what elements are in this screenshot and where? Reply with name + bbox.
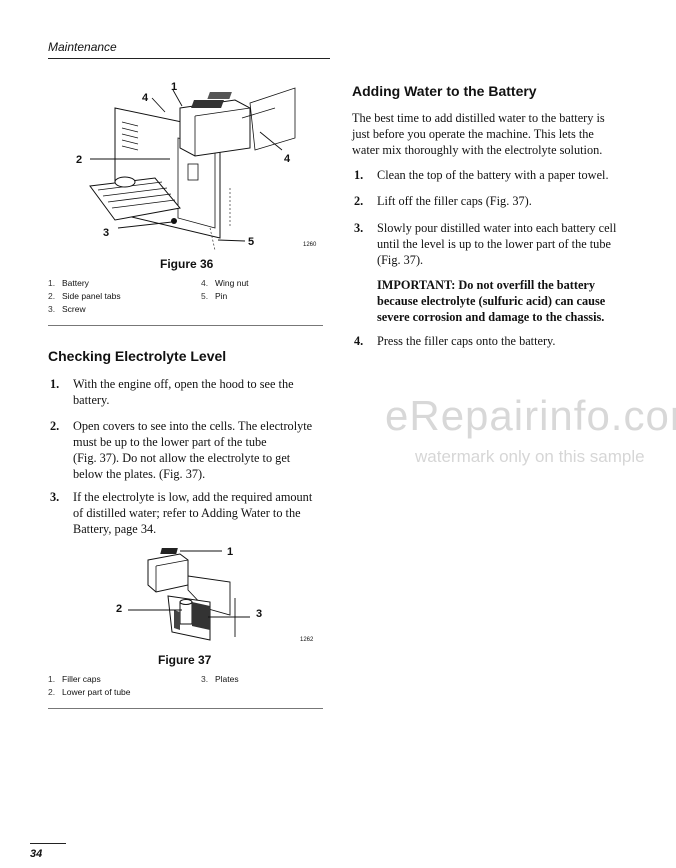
watermark-note: watermark only on this sample bbox=[415, 447, 645, 466]
header-rule bbox=[48, 58, 330, 59]
footer-rule bbox=[30, 843, 66, 844]
fig36-callout-2: 2 bbox=[76, 154, 82, 166]
section-divider bbox=[48, 708, 323, 709]
figure-37-legend-col1: 1.Filler caps 2.Lower part of tube bbox=[48, 673, 131, 699]
figure-37-legend-col2: 3.Plates bbox=[201, 673, 239, 686]
legend-item: 2.Lower part of tube bbox=[48, 687, 131, 697]
fig37-code: 1262 bbox=[300, 637, 314, 643]
fig36-code: 1260 bbox=[303, 242, 317, 248]
figure-37-illustration: 1 2 3 1262 bbox=[116, 546, 314, 643]
fig37-callout-1: 1 bbox=[227, 546, 233, 558]
figure-36-legend-col1: 1.Battery 2.Side panel tabs 3.Screw bbox=[48, 277, 121, 316]
legend-item: 5.Pin bbox=[201, 291, 228, 301]
page-number: 34 bbox=[30, 848, 43, 860]
water-heading: Adding Water to the Battery bbox=[352, 83, 537, 99]
figure-36-title: Figure 36 bbox=[160, 257, 214, 271]
section-divider bbox=[48, 325, 323, 326]
legend-item: 4.Wing nut bbox=[201, 278, 249, 288]
electrolyte-heading: Checking Electrolyte Level bbox=[48, 348, 227, 364]
figure-36-legend-col2: 4.Wing nut 5.Pin bbox=[201, 277, 249, 303]
fig36-callout-5: 5 bbox=[248, 236, 254, 248]
legend-item: 2.Side panel tabs bbox=[48, 291, 121, 301]
fig36-callout-4a: 4 bbox=[142, 92, 149, 104]
water-intro: The best time to add distilled water to … bbox=[352, 111, 605, 157]
legend-item: 1.Battery bbox=[48, 278, 89, 288]
legend-item: 3.Plates bbox=[201, 674, 239, 684]
figure-36-illustration: 1 2 3 4 4 5 1260 bbox=[76, 81, 317, 251]
fig37-callout-3: 3 bbox=[256, 608, 262, 620]
fig36-callout-1: 1 bbox=[171, 81, 177, 93]
important-notice: IMPORTANT: Do not overfill the battery b… bbox=[377, 278, 606, 324]
fig36-callout-4b: 4 bbox=[284, 153, 291, 165]
fig36-callout-3: 3 bbox=[103, 227, 109, 239]
fig37-callout-2: 2 bbox=[116, 603, 122, 615]
figure-37-title: Figure 37 bbox=[158, 653, 212, 667]
legend-item: 3.Screw bbox=[48, 304, 86, 314]
legend-item: 1.Filler caps bbox=[48, 674, 101, 684]
running-header: Maintenance bbox=[48, 40, 117, 54]
watermark-logo: eRepairinfo.com bbox=[385, 392, 676, 439]
